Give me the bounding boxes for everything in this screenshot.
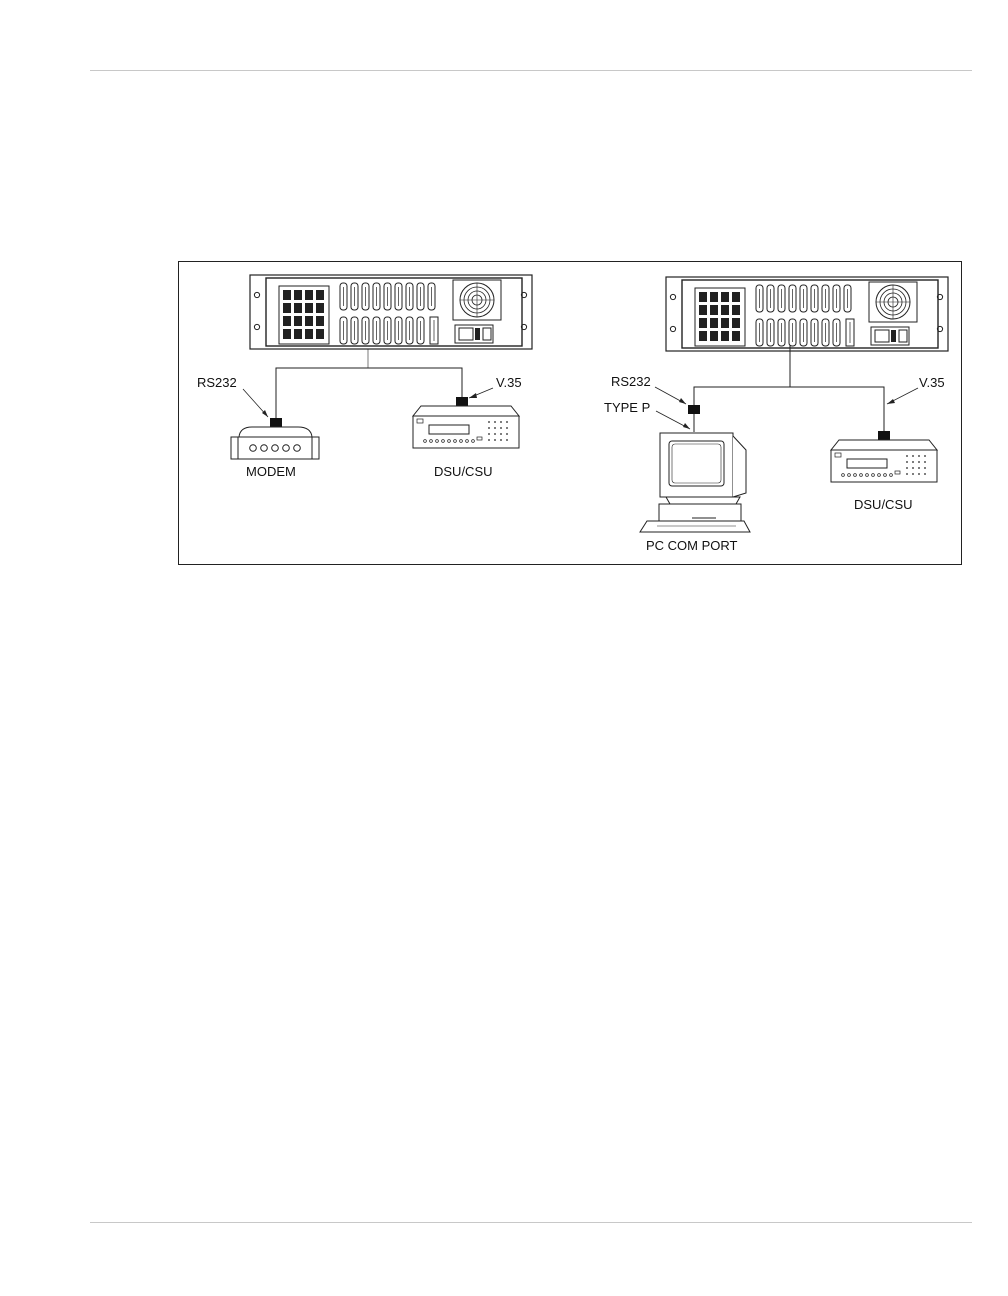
left-v35-connector (456, 397, 468, 406)
left-v35-label: V.35 (496, 375, 522, 390)
right-dsu-device (831, 440, 937, 482)
modem-device (231, 427, 319, 459)
right-rs232-label: RS232 (611, 374, 651, 389)
right-rs232-connector (688, 405, 700, 414)
pc-device (640, 433, 750, 532)
right-v35-label: V.35 (919, 375, 945, 390)
right-rack-unit (666, 277, 948, 351)
left-dsu-device (413, 406, 519, 448)
right-v35-connector (878, 431, 890, 440)
type-p-arrow (683, 423, 690, 429)
right-rs232-arrow (679, 398, 686, 404)
left-rs232-connector (270, 418, 282, 427)
right-dsu-label: DSU/CSU (854, 497, 913, 512)
left-dsu-label: DSU/CSU (434, 464, 493, 479)
type-p-label: TYPE P (604, 400, 650, 415)
left-rs232-label: RS232 (197, 375, 237, 390)
modem-label: MODEM (246, 464, 296, 479)
right-v35-arrow (887, 399, 895, 404)
left-rack-unit (250, 275, 532, 349)
left-v35-arrow (469, 393, 477, 398)
right-cables (694, 345, 884, 433)
pc-com-port-label: PC COM PORT (646, 538, 738, 553)
